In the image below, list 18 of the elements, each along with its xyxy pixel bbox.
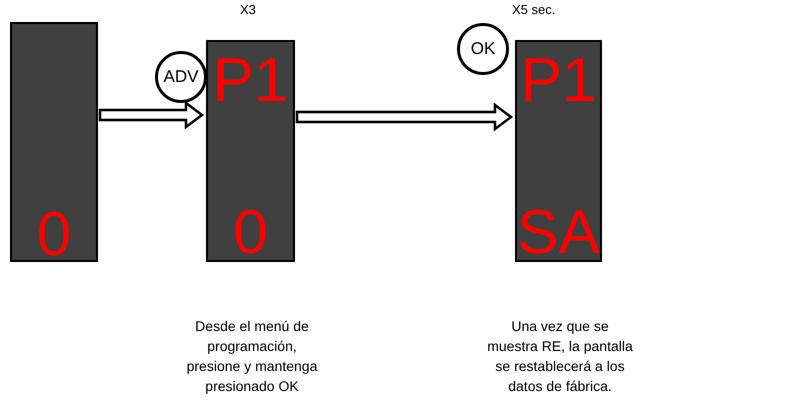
step-caption: Una vez que se muestra RE, la pantalla se restablecerá a los datos de fábrica. [486, 317, 634, 396]
display-panel [515, 40, 602, 262]
button-label: OK [470, 39, 496, 59]
display-digits: 0 [36, 200, 72, 270]
hollow-arrow [98, 100, 204, 130]
button-label: ADV [164, 67, 198, 87]
display-panel [206, 40, 295, 262]
display-digits: P1 [520, 46, 598, 116]
display-digits: 0 [232, 198, 269, 268]
repeat-note: X3 [240, 2, 256, 17]
step-caption: Desde el menú de programación, presione y mantenga presionado OK [186, 317, 318, 396]
button-circle [155, 51, 207, 103]
hold-time-note: X5 sec. [512, 2, 556, 17]
button-circle [457, 23, 509, 75]
hollow-arrow [296, 102, 514, 132]
display-panel [10, 22, 98, 262]
display-digits: P1 [212, 46, 290, 116]
display-digits: SA [517, 198, 600, 268]
